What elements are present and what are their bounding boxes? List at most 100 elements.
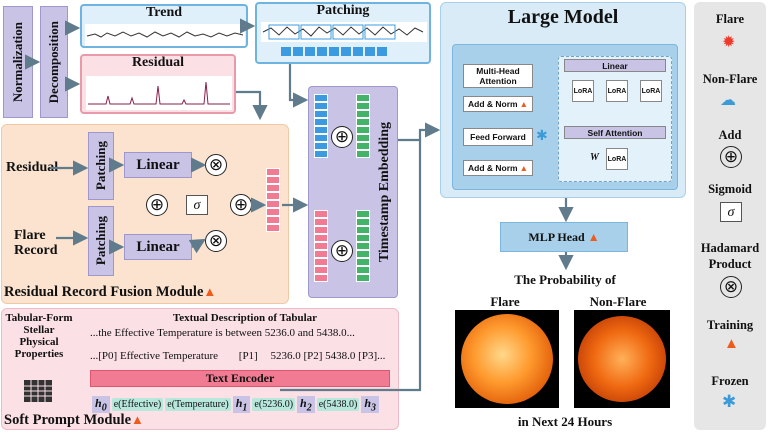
fusion-sigmoid-label: σ bbox=[193, 198, 201, 213]
lm-training-icon-1: ▲ bbox=[519, 99, 528, 109]
legend-hadamard-1: Hadamard bbox=[700, 241, 760, 255]
patching-top-block: Patching bbox=[255, 2, 431, 64]
decomposition-block: Decomposition bbox=[40, 6, 68, 118]
fusion-input-record: Record bbox=[14, 243, 58, 258]
lm-self-attention: Self Attention bbox=[564, 126, 666, 139]
lm-feed-forward: Feed Forward bbox=[463, 128, 533, 146]
prompt-tabular-4: Properties bbox=[14, 348, 64, 360]
prompt-p-row-0: ...[P0] Effective Temperature bbox=[90, 350, 219, 362]
lm-multi-head: Multi-Head Attention bbox=[463, 64, 533, 88]
lm-lora-1: LoRA bbox=[572, 80, 594, 102]
legend-sigmoid-box: σ bbox=[720, 202, 742, 222]
token-h3-sub: 3 bbox=[371, 402, 377, 414]
fusion-hadamard-2-icon: ⊗ bbox=[205, 230, 227, 252]
lm-feed-forward-label: Feed Forward bbox=[470, 132, 526, 142]
prompt-tokens: h0 e(Effective) e(Temperature) h1 e(5236… bbox=[92, 396, 380, 414]
nonflare-sun bbox=[578, 316, 666, 402]
lm-lora-3: LoRA bbox=[640, 80, 662, 102]
fusion-input-flare: Flare bbox=[14, 228, 46, 243]
lm-w-label: W bbox=[590, 152, 599, 163]
legend-flare-icon: ✹ bbox=[722, 34, 736, 51]
fusion-input-residual: Residual bbox=[6, 160, 59, 175]
decomposition-label: Decomposition bbox=[46, 20, 61, 104]
token-e-5438: e(5438.0) bbox=[316, 398, 360, 412]
lm-add-norm-1-label: Add & Norm bbox=[467, 99, 518, 109]
legend-hadamard-icon: ⊗ bbox=[720, 276, 742, 298]
fusion-linear-1: Linear bbox=[124, 152, 192, 178]
legend-frozen-label: Frozen bbox=[711, 374, 749, 388]
flare-sun bbox=[461, 314, 553, 404]
token-h2: h2 bbox=[297, 396, 315, 414]
lm-lora-2: LoRA bbox=[606, 80, 628, 102]
fusion-patching-2: Patching bbox=[88, 206, 114, 276]
prompt-p-row-1: [P1] bbox=[238, 350, 258, 362]
legend-sigmoid-label: Sigmoid bbox=[708, 182, 752, 196]
fusion-add-2-icon: ⊕ bbox=[230, 194, 252, 216]
fusion-add-1-icon: ⊕ bbox=[146, 194, 168, 216]
embed-green-stack-1 bbox=[356, 94, 370, 158]
embedding-label-box: Timestamp Embedding bbox=[374, 92, 396, 292]
patching-top-title: Patching bbox=[316, 3, 370, 18]
legend-hadamard-2: Product bbox=[708, 257, 752, 271]
lm-lora-4: LoRA bbox=[606, 148, 628, 170]
fusion-patching-1: Patching bbox=[88, 132, 114, 200]
head-nonflare-label: Non-Flare bbox=[589, 294, 647, 309]
patching-series-icon bbox=[261, 22, 427, 56]
lm-add-norm-2-label: Add & Norm bbox=[467, 163, 518, 173]
flare-image bbox=[455, 310, 559, 408]
token-e-effective: e(Effective) bbox=[111, 398, 164, 412]
mlp-training-icon: ▲ bbox=[587, 229, 600, 244]
token-h3: h3 bbox=[361, 396, 380, 414]
prompt-textual-desc: Textual Description of Tabular bbox=[172, 312, 318, 324]
legend-add-icon: ⊕ bbox=[720, 146, 742, 168]
legend-flare-label: Flare bbox=[715, 12, 745, 26]
legend-sigmoid-icon: σ bbox=[727, 205, 735, 220]
fusion-input-flare-record: Flare Record bbox=[14, 228, 58, 258]
prompt-sentence: ...the Effective Temperature is between … bbox=[90, 327, 355, 339]
table-icon bbox=[24, 380, 52, 402]
fusion-output-stack bbox=[266, 168, 280, 232]
embed-pink-stack bbox=[314, 210, 328, 282]
trend-series-icon bbox=[85, 24, 245, 46]
token-h0-h: h bbox=[95, 396, 102, 410]
token-h1-h: h bbox=[235, 396, 243, 410]
normalization-label: Normalization bbox=[10, 21, 25, 103]
embed-green-stack-2 bbox=[356, 210, 370, 282]
token-h2-h: h bbox=[300, 396, 307, 410]
trend-title: Trend bbox=[145, 5, 183, 20]
lm-training-icon-2: ▲ bbox=[519, 163, 528, 173]
legend-cloud-icon: ☁ bbox=[720, 92, 736, 109]
lm-add-norm-1: Add & Norm▲ bbox=[463, 96, 533, 112]
embed-add-2-icon: ⊕ bbox=[331, 240, 353, 262]
fusion-title-label: Residual Record Fusion Module bbox=[4, 284, 204, 300]
embed-blue-stack bbox=[314, 94, 328, 158]
prompt-tabular-1: Tabular-Form bbox=[5, 312, 73, 324]
fusion-linear-2: Linear bbox=[124, 234, 192, 260]
legend-training-icon: ▲ bbox=[724, 336, 739, 352]
token-h1-sub: 1 bbox=[242, 402, 248, 414]
fusion-training-icon: ▲ bbox=[203, 284, 217, 299]
legend-hadamard: Hadamard Product bbox=[690, 240, 770, 272]
embedding-label: Timestamp Embedding bbox=[377, 121, 392, 263]
residual-series-icon bbox=[86, 76, 232, 110]
prompt-p-row: ...[P0] Effective Temperature [P1] 5236.… bbox=[90, 350, 385, 362]
prompt-title: Soft Prompt Module▲ bbox=[4, 412, 144, 429]
token-h0: h0 bbox=[92, 396, 110, 414]
prompt-title-label: Soft Prompt Module bbox=[4, 412, 132, 428]
fusion-patching-1-label: Patching bbox=[93, 141, 108, 191]
fusion-sigmoid-box: σ bbox=[186, 195, 208, 215]
fusion-hadamard-1-icon: ⊗ bbox=[205, 154, 227, 176]
residual-title: Residual bbox=[131, 55, 185, 70]
prompt-tabular-label: Tabular-Form Stellar Physical Properties bbox=[4, 312, 74, 360]
legend-add-label: Add bbox=[718, 128, 742, 142]
mlp-head-label: MLP Head bbox=[528, 229, 585, 244]
normalization-block: Normalization bbox=[3, 6, 33, 118]
trend-block: Trend bbox=[80, 4, 248, 48]
fusion-patching-2-label: Patching bbox=[93, 216, 108, 266]
prompt-p-row-2: 5236.0 [P2] 5438.0 [P3]... bbox=[270, 350, 386, 362]
legend-frozen-icon: ✱ bbox=[722, 392, 737, 411]
token-e-temperature: e(Temperature) bbox=[165, 398, 231, 412]
embed-add-1-icon: ⊕ bbox=[331, 126, 353, 148]
token-e-5236: e(5236.0) bbox=[252, 398, 296, 412]
nonflare-image bbox=[574, 310, 670, 408]
